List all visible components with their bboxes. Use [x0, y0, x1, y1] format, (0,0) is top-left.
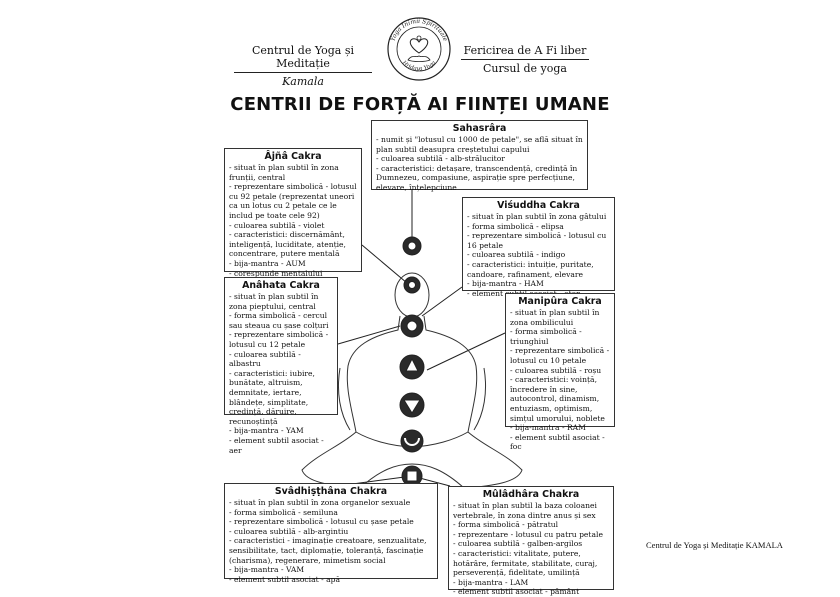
ajna-line: - situat în plan subtil în zona frunții,… — [229, 163, 339, 182]
visuddha-line: - culoarea subtilă - indigo — [467, 250, 566, 260]
manipura-box: Manipûra Cakra - situat în plan subtil î… — [505, 293, 615, 451]
muladhara-line: - caracteristici: vitalitate, putere, ho… — [453, 548, 598, 578]
ajna-box: Âjñâ Cakra - situat în plan subtil în zo… — [224, 148, 362, 287]
manipura-line: - caracteristici: voință, încredere în s… — [510, 375, 605, 423]
muladhara-line: - element subtil asociat - pământ — [453, 587, 580, 597]
sahasrara-box: Sahasrâra - numit și "lotusul cu 1000 de… — [371, 120, 588, 192]
manipura-line: - reprezentare simbolică - lotusul cu 10… — [510, 346, 610, 365]
visuddha-line: - situat în plan subtil în zona gâtului — [467, 212, 607, 221]
visuddha-line: - reprezentare simbolică - lotusul cu 16… — [467, 231, 607, 250]
sahasrara-line: - culoarea subtilă - alb-strălucitor — [376, 154, 505, 164]
anahata-box: Anâhata Cakra - situat în plan subtil în… — [224, 277, 338, 455]
connector-ajna — [361, 244, 408, 284]
muladhara-line: - forma simbolică - pătratul — [453, 520, 559, 530]
ajna-name: Âjñâ Cakra — [264, 151, 322, 162]
anahata-line: - bija-mantra - YAM — [229, 426, 304, 436]
visuddha-box: Viśuddha Cakra - situat în plan subtil î… — [462, 197, 615, 298]
header-left-rule — [234, 72, 372, 73]
header-left: Centrul de Yoga și Meditație Kamala — [228, 44, 378, 88]
header-right-rule — [461, 59, 589, 60]
anahata-line: - forma simbolică - cercul sau steaua cu… — [229, 311, 329, 330]
muladhara-line: - reprezentare - lotusul cu patru petale — [453, 529, 603, 539]
manipura-line: - element subtil asociat - foc — [510, 432, 605, 452]
svadhisthana-line: - bija-mantra - VAM — [229, 565, 305, 575]
manipura-name: Manipûra Cakra — [518, 296, 602, 307]
anahata-name: Anâhata Cakra — [242, 280, 320, 291]
anahata-line: - situat în plan subtil în zona pieptulu… — [229, 292, 319, 311]
manipura-line: - situat în plan subtil în zona ombilicu… — [510, 308, 600, 327]
visuddha-name: Viśuddha Cakra — [497, 200, 580, 211]
sahasrara-name: Sahasrâra — [452, 123, 507, 134]
svadhisthana-line: - forma simbolică - semiluna — [229, 507, 338, 517]
svadhisthana-symbol — [400, 429, 424, 453]
connector-visuddha — [421, 286, 463, 317]
anahata-line: - element subtil asociat - aer — [229, 435, 324, 455]
manipura-line: - bija-mantra - RAM — [510, 423, 586, 433]
manipura-line: - forma simbolică - triunghiul — [510, 327, 582, 346]
visuddha-line: - forma simbolică - elipsa — [467, 221, 564, 231]
visuddha-line: - caracteristici: intuiție, puritate, ca… — [467, 259, 594, 279]
svadhisthana-box: Svâdhiṣṭhâna Chakra - situat în plan sub… — [224, 483, 438, 584]
ajna-line: - bija-mantra - AUM — [229, 258, 306, 268]
course-slogan: Fericirea de A Fi liber — [463, 44, 587, 57]
svadhisthana-line: - situat în plan subtil în zona organelo… — [229, 498, 411, 507]
anahata-line: - culoarea subtilă - albastru — [229, 349, 301, 369]
connector-anahata — [337, 325, 401, 345]
header-right: Fericirea de A Fi liber Cursul de yoga — [455, 44, 595, 75]
svadhisthana-line: - culoarea subtilă - alb-argintiu — [229, 526, 349, 536]
muladhara-name: Mûlâdhâra Chakra — [482, 489, 580, 500]
sahasrara-line: - caracteristici: detașare, transcendenț… — [376, 163, 578, 192]
svadhisthana-line: - reprezentare simbolică - lotusul cu șa… — [229, 517, 414, 527]
svadhisthana-line: - element subtil asociat - apă — [229, 574, 340, 584]
course-name: Cursul de yoga — [483, 62, 567, 75]
anahata-line: - reprezentare simbolică - lotusul cu 12… — [229, 330, 329, 349]
manipura-line: - culoarea subtilă - roșu — [510, 365, 602, 375]
muladhara-line: - culoarea subtilă - galben-argilos — [453, 539, 583, 549]
ajna-line: - culoarea subtilă - violet — [229, 220, 325, 230]
anahata-line: - caracteristici: iubire, bunătate, altr… — [229, 368, 315, 426]
muladhara-line: - bija-mantra - LAM — [453, 577, 529, 587]
svadhisthana-name: Svâdhiṣṭhâna Chakra — [274, 486, 388, 497]
center-name: Centrul de Yoga și Meditație — [251, 44, 355, 70]
hridaya-yoga-logo: Yoga Inimii Spirituale Hridaya Yoga — [387, 17, 451, 81]
visuddha-line: - bija-mantra - HAM — [467, 279, 544, 289]
ajna-line: - caracteristici: discernământ, intelige… — [229, 230, 346, 259]
center-brand: Kamala — [282, 75, 324, 88]
page-caption: Centrul de Yoga și Meditație KAMALA — [646, 540, 783, 550]
ajna-line: - reprezentare simbolică - lotusul cu 92… — [229, 182, 357, 220]
muladhara-line: - situat în plan subtil la baza coloanei… — [453, 501, 597, 520]
muladhara-box: Mûlâdhâra Chakra - situat în plan subtil… — [448, 486, 614, 596]
poster-title: CENTRII DE FORȚĂ AI FIINȚEI UMANE — [230, 94, 610, 115]
svadhisthana-line: - caracteristici - imaginație creatoare,… — [229, 536, 427, 565]
connector-manipura — [426, 332, 506, 371]
sahasrara-line: - numit și "lotusul cu 1000 de petale", … — [376, 135, 583, 154]
